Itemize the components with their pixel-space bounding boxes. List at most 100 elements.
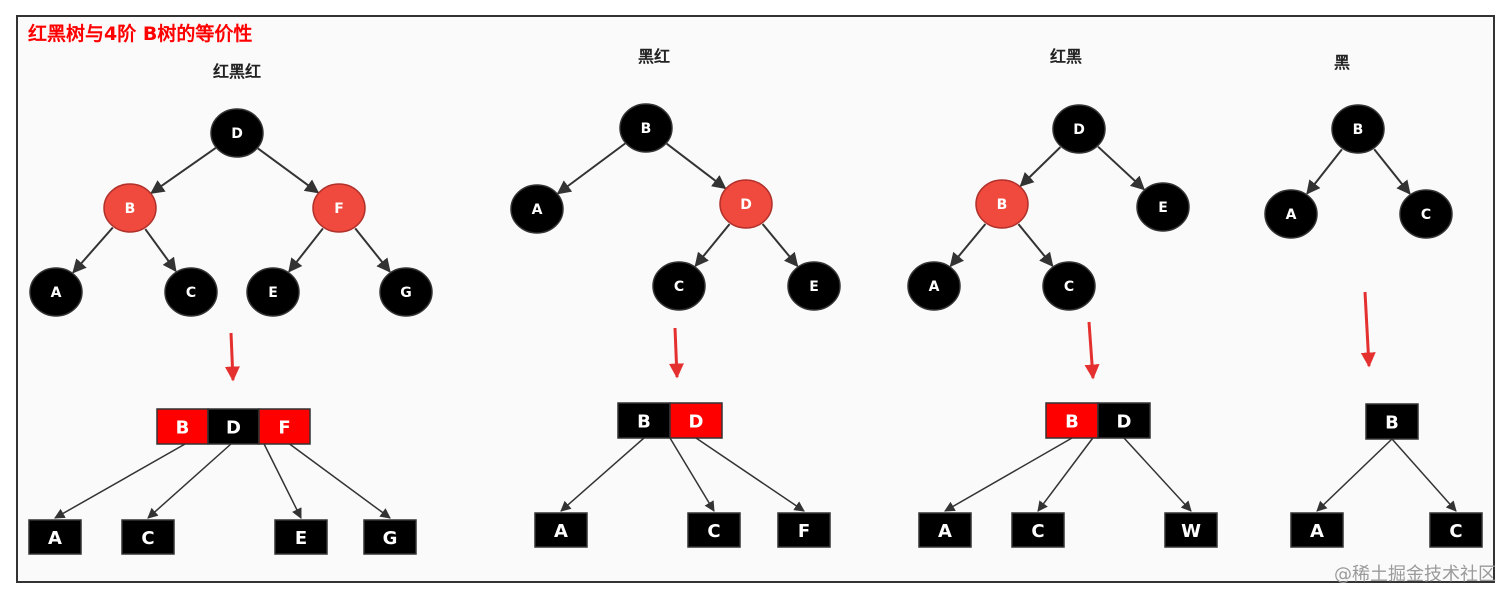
transform-arrow [1360, 291, 1376, 368]
btree-child-C [121, 519, 175, 555]
btree-child-C [1011, 512, 1065, 548]
tree-node-C [164, 267, 218, 317]
tree-node-C [1042, 261, 1096, 311]
btree-child-F [777, 512, 831, 548]
btree-child-E [274, 519, 328, 555]
tree-node-D [1052, 104, 1106, 154]
tree-edge-F-G [354, 227, 391, 273]
transform-arrow [1084, 321, 1100, 380]
tree-node-D [210, 108, 264, 158]
tree-node-label: D [1073, 122, 1085, 138]
btree-edge-A [1316, 438, 1393, 512]
tree-node-label: D [231, 126, 243, 142]
btree-key-label: F [278, 418, 290, 439]
tree-edge-D-F [257, 147, 320, 194]
btree-edge-C [669, 437, 715, 512]
btree-child-label: A [1310, 521, 1324, 542]
btree-edge-W [1123, 437, 1192, 512]
btree-key-B [1045, 402, 1099, 439]
tree-edge-B-A [949, 223, 987, 268]
tree-edge-D-C [694, 223, 731, 267]
btree-child-label: A [938, 521, 952, 542]
transform-arrow [224, 332, 240, 382]
tree-node-label: C [186, 285, 196, 301]
btree-child-C [1429, 512, 1483, 548]
btree-key-label: B [637, 412, 651, 433]
btree-key-B [156, 408, 209, 445]
panel-label: 红黑 [1050, 47, 1082, 66]
btree-key-D [207, 408, 260, 445]
btree-edge-G [289, 443, 391, 519]
btree-edge-F [695, 437, 805, 512]
tree-node-label: B [997, 197, 1008, 213]
panel-label: 红黑红 [213, 62, 261, 81]
tree-node-label: E [809, 279, 819, 295]
btree-child-label: F [798, 521, 810, 542]
tree-node-label: F [334, 201, 344, 217]
btree-key-B [617, 402, 671, 439]
btree-key-label: B [1385, 413, 1399, 434]
tree-node-label: A [51, 285, 62, 301]
btree-child-label: C [141, 528, 154, 549]
tree-node-E [787, 261, 841, 311]
tree-node-label: E [1158, 200, 1168, 216]
tree-node-A [1264, 189, 1318, 239]
btree-edge-A [560, 437, 645, 512]
tree-node-A [907, 261, 961, 311]
tree-edge-F-E [288, 227, 324, 273]
btree-key-label: B [176, 418, 190, 439]
btree-child-label: E [295, 528, 307, 549]
tree-node-label: A [929, 279, 940, 295]
tree-edge-D-B [150, 147, 217, 194]
panel-label: 黑红 [638, 47, 670, 66]
btree-edge-A [944, 437, 1073, 512]
btree-key-label: D [689, 412, 704, 433]
tree-edge-B-A [1306, 148, 1343, 195]
btree-child-label: A [48, 528, 62, 549]
tree-node-E [246, 267, 300, 317]
btree-child-A [1290, 512, 1344, 548]
tree-node-label: B [641, 121, 652, 137]
tree-node-B [103, 183, 157, 233]
tree-node-A [510, 184, 564, 234]
btree-child-label: C [1449, 521, 1462, 542]
tree-edge-D-E [1097, 145, 1145, 191]
tree-edge-B-A [72, 226, 114, 274]
btree-child-label: C [707, 521, 720, 542]
diagram-frame [16, 15, 1495, 583]
btree-child-C [687, 512, 741, 548]
tree-node-B [1331, 104, 1385, 154]
tree-edge-B-D [666, 142, 727, 190]
btree-key-label: D [1117, 412, 1132, 433]
btree-edge-C [147, 443, 232, 519]
tree-edge-B-C [144, 228, 177, 273]
tree-node-label: C [1421, 207, 1431, 223]
tree-edge-D-B [1019, 146, 1062, 187]
btree-edge-C [1391, 438, 1457, 512]
tree-node-label: C [674, 279, 684, 295]
btree-child-A [918, 512, 972, 548]
btree-child-W [1164, 512, 1218, 548]
btree-key-label: B [1065, 412, 1079, 433]
btree-child-A [28, 519, 82, 555]
panel-label: 黑 [1334, 53, 1350, 72]
btree-key-F [258, 408, 311, 445]
tree-edge-D-E [761, 223, 799, 268]
tree-edge-B-A [556, 142, 626, 195]
tree-node-B [975, 179, 1029, 229]
btree-edge-A [54, 443, 186, 519]
btree-child-A [534, 512, 588, 548]
tree-node-C [652, 261, 706, 311]
tree-node-label: A [1286, 207, 1297, 223]
btree-key-D [669, 402, 723, 439]
tree-node-B [619, 103, 673, 153]
btree-key-B [1365, 403, 1419, 440]
tree-node-D [719, 179, 773, 229]
